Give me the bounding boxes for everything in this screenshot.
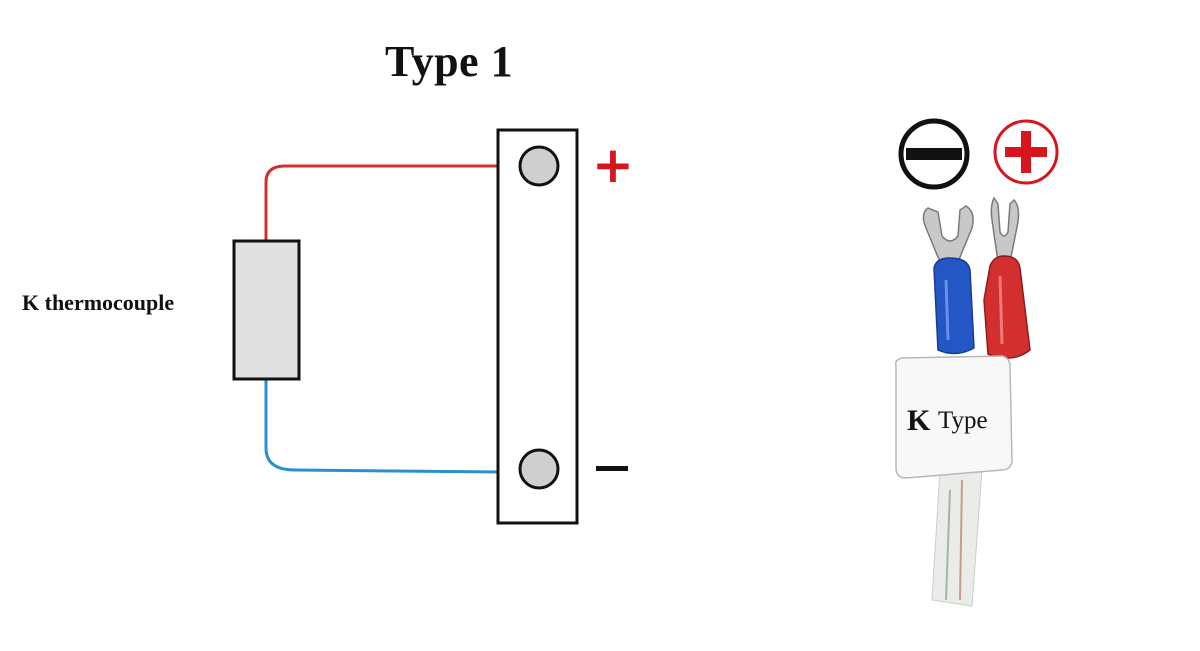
thermocouple-label: K thermocouple — [22, 290, 175, 315]
red-spade-terminal — [983, 196, 1031, 359]
label-sleeve — [894, 355, 1013, 479]
blue-spade-terminal — [922, 205, 975, 355]
minus-circle-icon — [898, 118, 970, 190]
minus-sign-mark — [596, 466, 628, 471]
thermocouple-body — [232, 239, 301, 381]
sleeve-word: Type — [938, 407, 988, 434]
sleeve-letter: K — [907, 404, 931, 437]
minus-terminal-screw — [518, 448, 560, 490]
blue-wire — [264, 380, 501, 474]
red-wire — [264, 164, 500, 242]
plus-sign: + — [592, 136, 634, 194]
connector-photo: K Type — [894, 118, 1059, 607]
plus-terminal-screw — [518, 145, 560, 187]
plus-circle-icon — [993, 119, 1059, 185]
cable — [931, 469, 983, 607]
diagram-title: Type 1 — [385, 37, 514, 86]
